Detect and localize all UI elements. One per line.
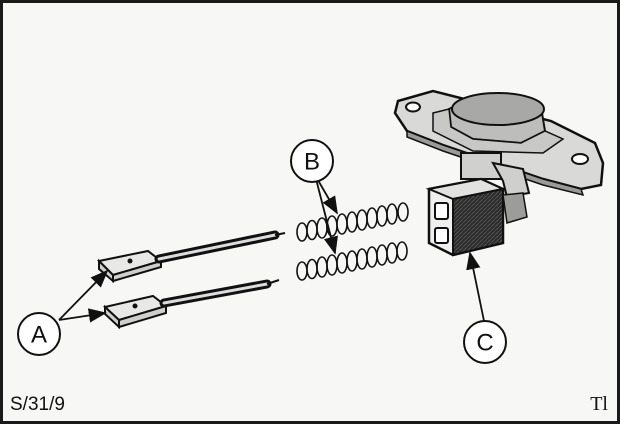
brush-lower (102, 279, 280, 330)
callout-a-label: A (31, 322, 47, 349)
brush-upper (96, 230, 286, 284)
spring-upper (296, 202, 409, 242)
callout-b: B (290, 139, 334, 183)
callout-b-label: B (304, 149, 320, 176)
leader-lines (58, 174, 485, 323)
callout-c-label: C (476, 330, 493, 357)
callout-a: A (17, 312, 61, 356)
figure-number: Tl (590, 393, 608, 415)
regulator-brush-holder (393, 89, 605, 257)
exploded-parts-diagram: A B C (17, 89, 605, 364)
figure-reference: S/31/9 (10, 394, 65, 415)
spring-lower (296, 241, 408, 281)
callout-c: C (463, 320, 507, 364)
